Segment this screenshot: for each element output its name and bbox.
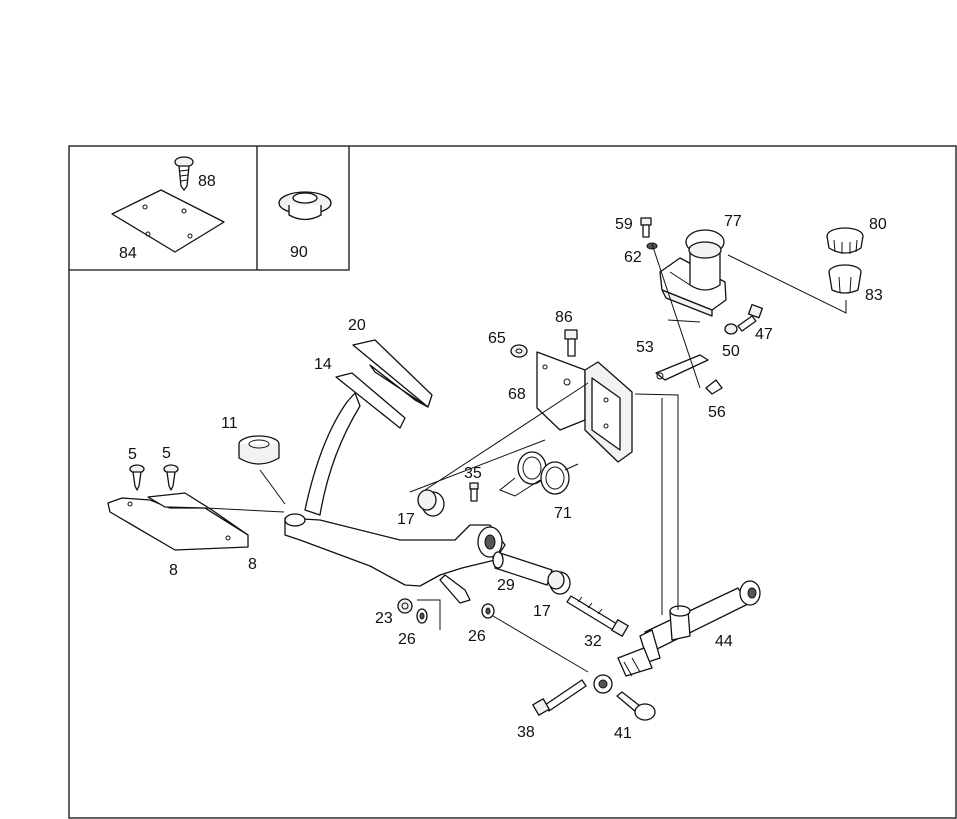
label-47: 47 — [755, 326, 773, 343]
part-8-plate — [107, 492, 249, 551]
part-47-bolt — [737, 303, 763, 332]
label-88: 88 — [198, 173, 216, 190]
part-labels: 88 84 90 59 77 80 62 83 86 65 47 50 53 6… — [119, 173, 887, 742]
part-26-washer-right — [481, 603, 495, 619]
part-23-nut — [397, 598, 413, 614]
label-5-left: 5 — [128, 446, 137, 463]
label-23: 23 — [375, 610, 393, 627]
label-8-left: 8 — [169, 562, 178, 579]
leader-lines — [409, 243, 701, 673]
label-90: 90 — [290, 244, 308, 261]
label-65: 65 — [488, 330, 506, 347]
label-14: 14 — [314, 356, 332, 373]
part-11-rubber — [238, 435, 280, 465]
part-68-bracket — [536, 351, 633, 463]
part-90-grommet — [278, 191, 332, 221]
part-50-nut — [724, 323, 738, 335]
part-80-cap — [826, 227, 864, 254]
label-80: 80 — [869, 216, 887, 233]
part-5-screw-right — [163, 464, 179, 491]
part-86-bolt — [564, 329, 578, 357]
part-5-screw-left — [129, 464, 145, 491]
part-32-bolt — [566, 595, 629, 637]
part-65-nut — [510, 344, 528, 358]
label-11: 11 — [221, 415, 238, 432]
part-71-spring — [499, 451, 579, 497]
part-17-bushing-lower — [547, 570, 571, 595]
label-17-lower: 17 — [533, 603, 551, 620]
label-50: 50 — [722, 343, 740, 360]
label-71: 71 — [554, 505, 572, 522]
label-44: 44 — [715, 633, 733, 650]
part-84-plate — [111, 189, 225, 253]
label-38: 38 — [517, 724, 535, 741]
label-84: 84 — [119, 245, 137, 262]
part-62-washer — [646, 242, 658, 250]
label-59: 59 — [615, 216, 633, 233]
label-8-right: 8 — [248, 556, 257, 573]
label-26-right: 26 — [468, 628, 486, 645]
part-29-shaft — [492, 551, 553, 586]
part-35-nipple — [469, 482, 479, 502]
inset-cover-plate — [111, 156, 225, 253]
part-26-washer-left — [416, 608, 428, 624]
part-88-screw — [174, 156, 194, 191]
part-44-master-cylinder — [593, 580, 761, 694]
part-59-screw — [640, 217, 652, 238]
part-56-clip — [705, 379, 723, 395]
part-17-bushing-upper — [417, 489, 445, 517]
label-68: 68 — [508, 386, 526, 403]
label-53: 53 — [636, 339, 654, 356]
label-26-left: 26 — [398, 631, 416, 648]
label-41: 41 — [614, 725, 632, 742]
label-29: 29 — [497, 577, 515, 594]
label-83: 83 — [865, 287, 883, 304]
part-83-filter — [828, 264, 862, 294]
part-38-bolt — [532, 679, 587, 716]
label-86: 86 — [555, 309, 573, 326]
part-41-pin — [616, 691, 656, 721]
part-14-pedal-arm — [304, 372, 406, 516]
label-17-upper: 17 — [397, 511, 415, 528]
part-77-reservoir — [659, 229, 727, 317]
label-77: 77 — [724, 213, 742, 230]
label-35: 35 — [464, 465, 482, 482]
part-53-lever — [655, 354, 709, 381]
pedal-lever — [284, 513, 506, 604]
label-56: 56 — [708, 404, 726, 421]
label-5-right: 5 — [162, 445, 171, 462]
label-20: 20 — [348, 317, 366, 334]
part-20-pedal-pad — [352, 339, 433, 408]
label-62: 62 — [624, 249, 642, 266]
label-32: 32 — [584, 633, 602, 650]
diagram-frame — [68, 145, 957, 819]
